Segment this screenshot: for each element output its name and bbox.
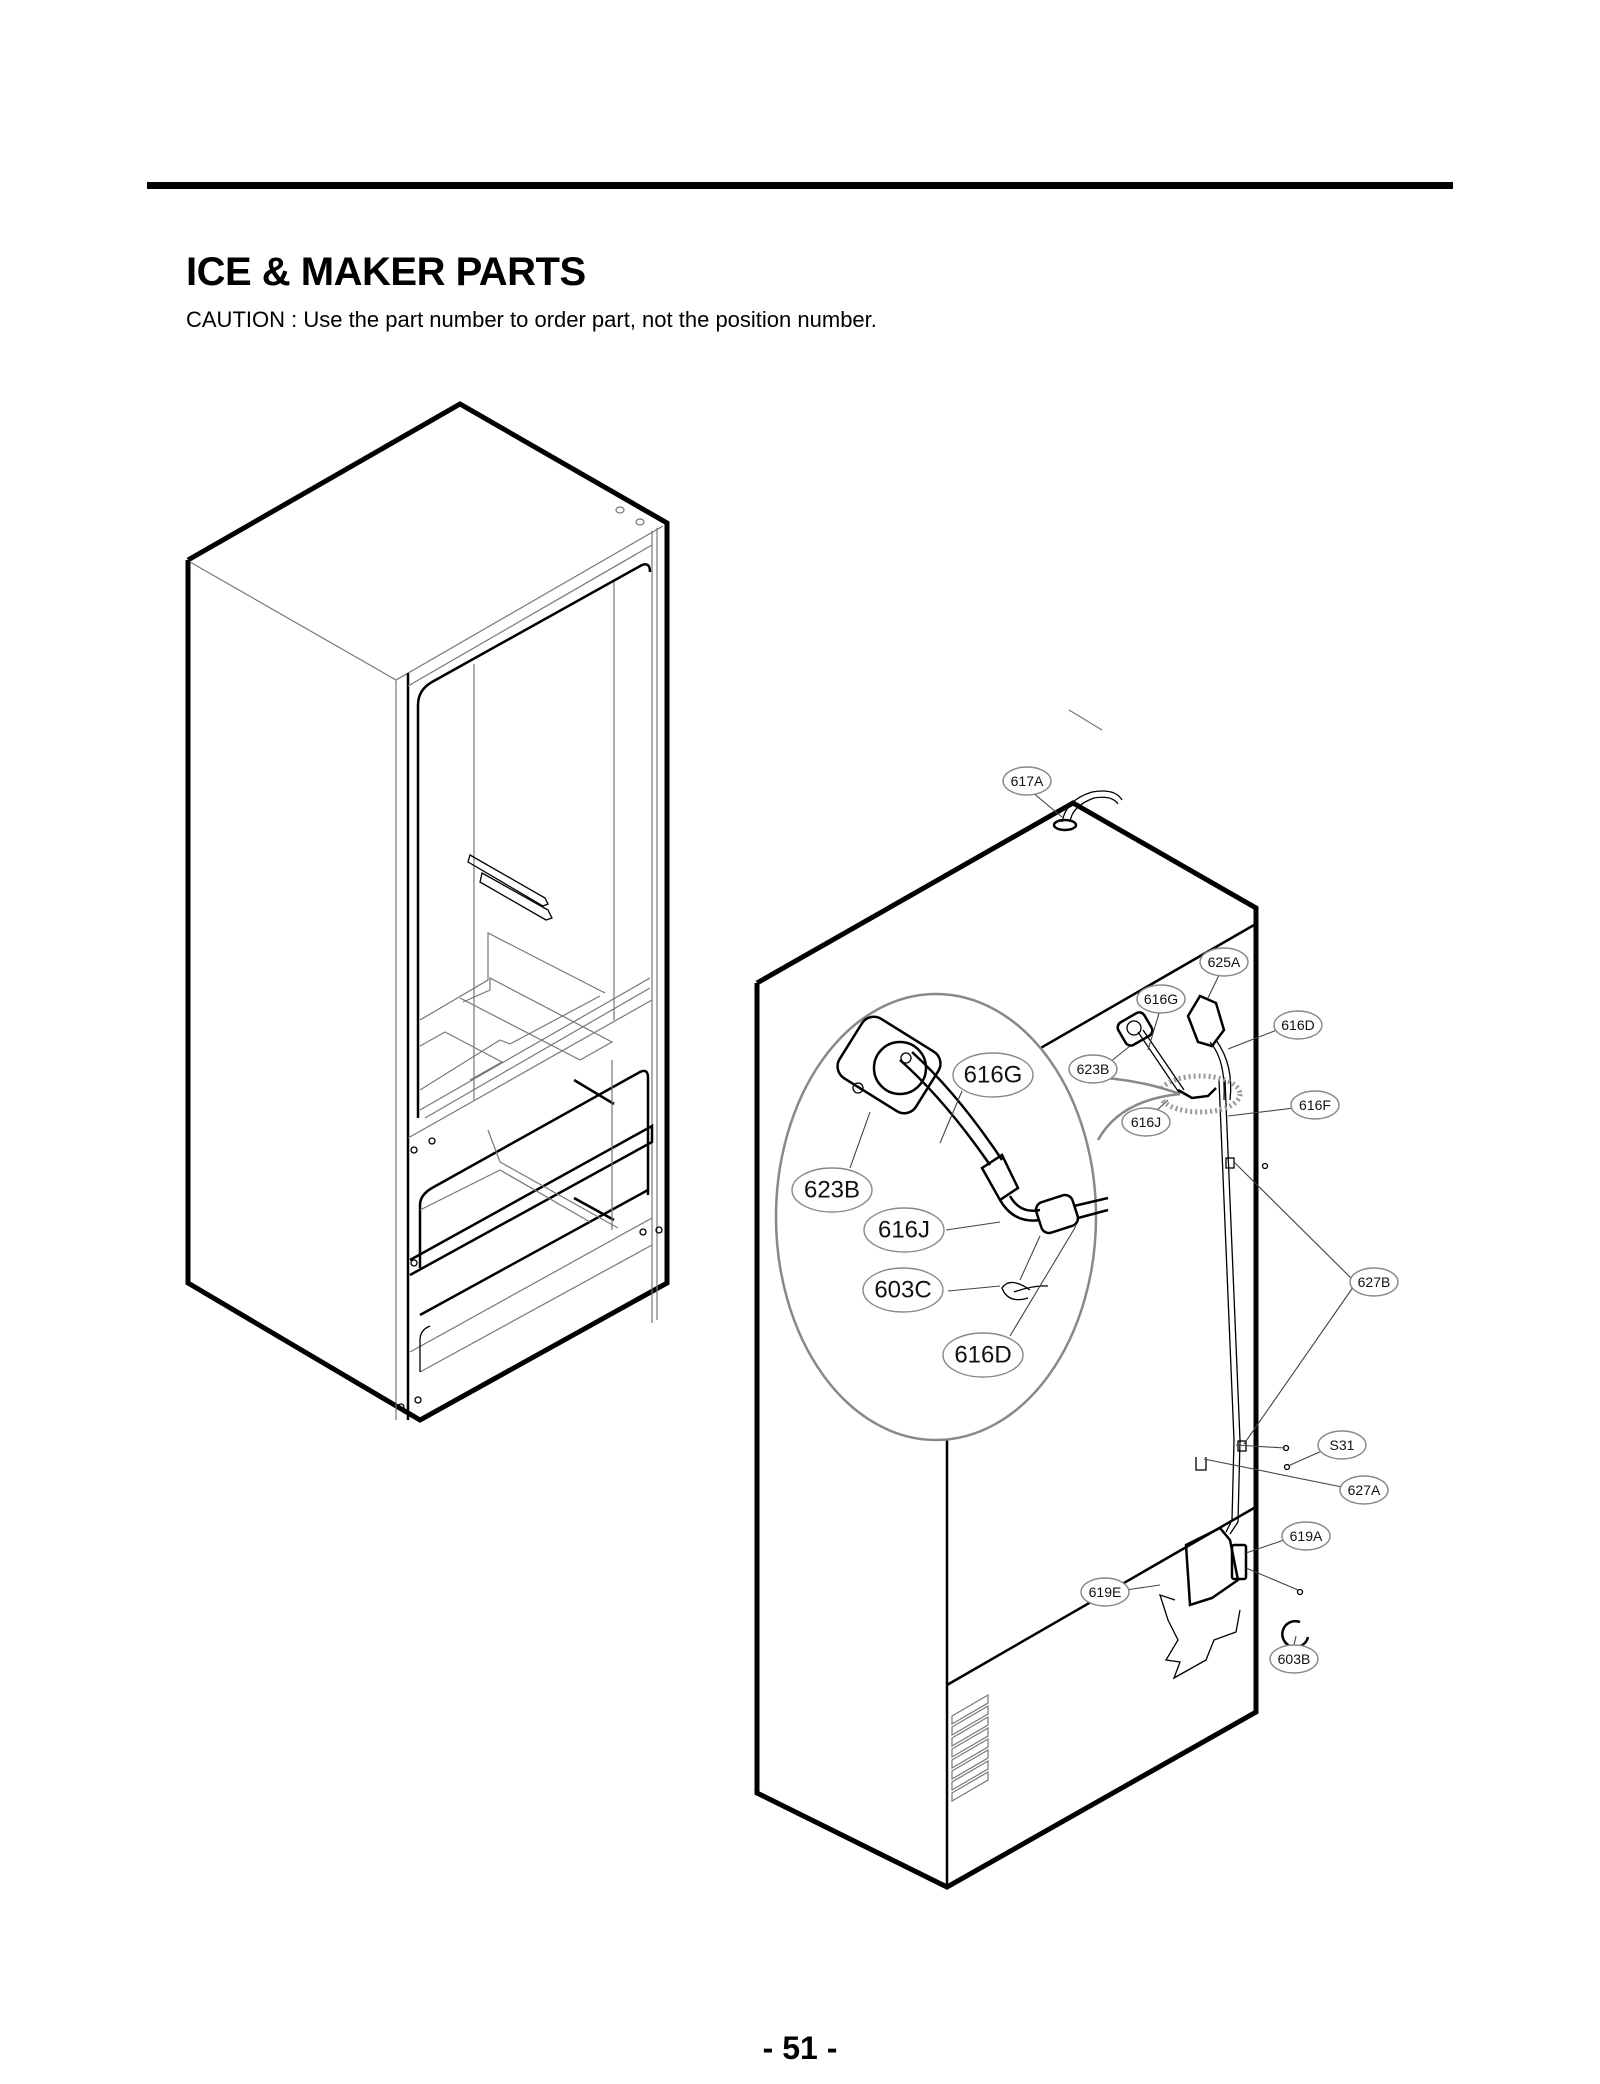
callout-625A: 625A xyxy=(1199,947,1249,977)
svg-text:616D: 616D xyxy=(954,1342,1011,1369)
svg-text:625A: 625A xyxy=(1208,954,1241,970)
callout-627B: 627B xyxy=(1349,1267,1399,1297)
svg-text:627B: 627B xyxy=(1358,1274,1391,1290)
svg-text:S31: S31 xyxy=(1330,1437,1355,1453)
page-number: - 51 - xyxy=(762,2030,838,2066)
svg-text:616J: 616J xyxy=(878,1217,930,1244)
callout-616G-small: 616G xyxy=(1136,984,1186,1014)
detail-callout-616G: 616G xyxy=(952,1052,1034,1098)
callout-616J-small: 616J xyxy=(1121,1107,1171,1137)
detail-callout-623B: 623B xyxy=(791,1167,873,1213)
svg-text:617A: 617A xyxy=(1011,773,1044,789)
svg-text:623B: 623B xyxy=(804,1177,860,1204)
detail-callout-616J: 616J xyxy=(863,1207,945,1253)
svg-text:619A: 619A xyxy=(1290,1528,1323,1544)
header-rule xyxy=(147,182,1453,189)
callout-S31: S31 xyxy=(1317,1430,1367,1460)
page-title: ICE & MAKER PARTS xyxy=(186,250,586,294)
callout-623B-small: 623B xyxy=(1068,1054,1118,1084)
svg-text:616J: 616J xyxy=(1131,1114,1161,1130)
svg-text:623B: 623B xyxy=(1077,1061,1110,1077)
vent-louvers xyxy=(951,1693,989,1803)
svg-text:616G: 616G xyxy=(1144,991,1178,1007)
callout-619E: 619E xyxy=(1080,1577,1130,1607)
callout-617A: 617A xyxy=(1002,766,1052,796)
svg-text:616G: 616G xyxy=(964,1062,1023,1089)
svg-text:616F: 616F xyxy=(1299,1097,1331,1113)
svg-text:603B: 603B xyxy=(1278,1651,1311,1667)
svg-text:603C: 603C xyxy=(874,1277,931,1304)
detail-callout-616D: 616D xyxy=(942,1332,1024,1378)
cabinet-front-view xyxy=(185,401,670,1423)
svg-text:619E: 619E xyxy=(1089,1584,1122,1600)
callout-616D-small: 616D xyxy=(1273,1010,1323,1040)
caution-note: CAUTION : Use the part number to order p… xyxy=(186,307,877,332)
leader-lines xyxy=(1031,791,1357,1646)
detail-callout-603C: 603C xyxy=(862,1267,944,1313)
callout-616F: 616F xyxy=(1290,1090,1340,1120)
callout-619A: 619A xyxy=(1281,1521,1331,1551)
svg-text:627A: 627A xyxy=(1348,1482,1381,1498)
callout-603B: 603B xyxy=(1269,1644,1319,1674)
callout-627A: 627A xyxy=(1339,1475,1389,1505)
svg-text:616D: 616D xyxy=(1281,1017,1314,1033)
